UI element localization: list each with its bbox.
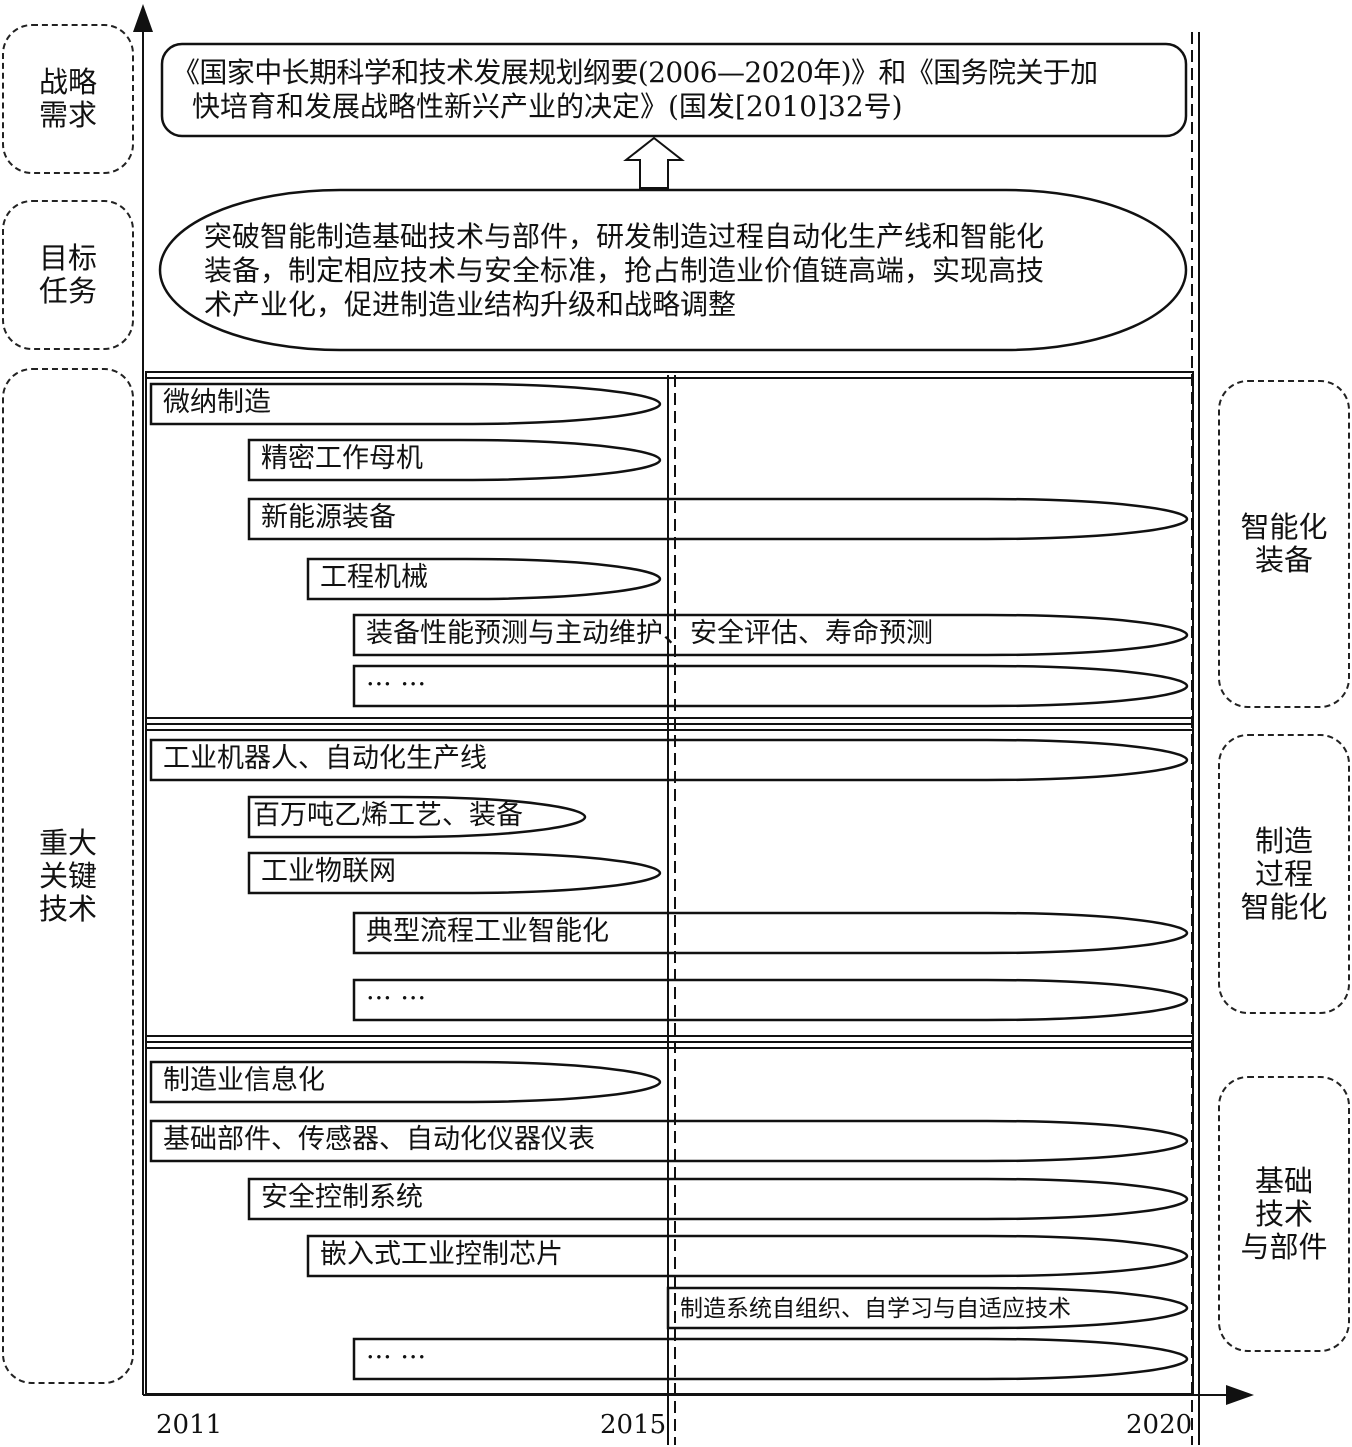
up-arrow	[623, 136, 685, 189]
side-label-strategy-line1: 战略	[38, 65, 97, 99]
side-label-goal-line1: 目标	[38, 241, 97, 275]
timeline-bar-label: 精密工作母机	[261, 443, 423, 474]
side-label-tech: 重大 关键 技术	[2, 368, 134, 1384]
strategy-text-line2: 快培育和发展战略性新兴产业的决定》(国发[2010]32号)	[192, 90, 903, 123]
goal-text-line3: 术产业化，促进制造业结构升级和战略调整	[204, 288, 737, 321]
timeline-bar	[352, 613, 1189, 657]
side-label-base-line2: 技术	[1254, 1196, 1313, 1231]
side-label-equipment-line1: 智能化	[1240, 510, 1328, 544]
timeline-bar	[306, 1234, 1189, 1278]
timeline-bar-label: 工业机器人、自动化生产线	[163, 743, 487, 774]
timeline-bar	[666, 1286, 1189, 1330]
timeline-bar-label: 工业物联网	[261, 856, 396, 887]
side-label-strategy-line2: 需求	[38, 98, 97, 132]
side-label-equipment: 智能化 装备	[1218, 380, 1350, 708]
timeline-bar	[247, 851, 662, 895]
timeline-bar-label: 典型流程工业智能化	[366, 916, 609, 947]
timeline-bar	[352, 1337, 1189, 1381]
side-label-process-line2: 过程	[1254, 856, 1313, 891]
goal-ellipse	[158, 188, 1188, 352]
side-label-tech-line3: 技术	[38, 891, 97, 926]
timeline-bar	[352, 911, 1189, 955]
side-label-process-line1: 制造	[1254, 823, 1313, 858]
side-label-base: 基础 技术 与部件	[1218, 1076, 1350, 1352]
side-label-goal: 目标 任务	[2, 200, 134, 350]
axis-year-2020: 2020	[1126, 1410, 1193, 1440]
timeline-bar	[247, 1177, 1189, 1221]
timeline-bar-label: 基础部件、传感器、自动化仪器仪表	[163, 1124, 595, 1155]
timeline-bar-label: 新能源装备	[261, 502, 396, 533]
timeline-bar-label: ··· ···	[366, 983, 427, 1014]
timeline-bar	[352, 978, 1189, 1022]
group-frame-base	[145, 1041, 1194, 1395]
timeline-bar	[247, 438, 662, 482]
goal-text-line1: 突破智能制造基础技术与部件，研发制造过程自动化生产线和智能化	[204, 220, 1045, 253]
timeline-bar-label: 微纳制造	[163, 387, 271, 418]
timeline-bar	[352, 664, 1189, 708]
timeline-bar-label: 工程机械	[320, 562, 428, 593]
timeline-bar	[149, 738, 1189, 782]
timeline-bar-label: 制造系统自组织、自学习与自适应技术	[680, 1296, 1071, 1322]
timeline-bar-label: ··· ···	[366, 1342, 427, 1373]
strategy-text: 《国家中长期科学和技术发展规划纲要(2006—2020年)》和《国务院关于加 快…	[172, 56, 1182, 124]
timeline-bar-label: 安全控制系统	[261, 1182, 423, 1213]
axis-year-2015: 2015	[600, 1410, 667, 1440]
axis-year-2011: 2011	[156, 1410, 223, 1440]
goal-text-line2: 装备，制定相应技术与安全标准，抢占制造业价值链高端，实现高技	[204, 254, 1045, 287]
timeline-bar	[306, 557, 662, 601]
timeline-bar-label: 嵌入式工业控制芯片	[320, 1239, 563, 1270]
timeline-bar-label: 百万吨乙烯工艺、装备	[253, 800, 523, 831]
side-label-tech-line1: 重大	[38, 825, 97, 860]
side-label-base-line1: 基础	[1254, 1163, 1313, 1198]
side-label-tech-line2: 关键	[38, 858, 97, 893]
goal-text: 突破智能制造基础技术与部件，研发制造过程自动化生产线和智能化 装备，制定相应技术…	[204, 220, 1154, 322]
side-label-equipment-line2: 装备	[1254, 543, 1313, 577]
timeline-bar	[247, 795, 587, 839]
side-label-process-line3: 智能化	[1240, 889, 1328, 924]
side-label-process: 制造 过程 智能化	[1218, 734, 1350, 1014]
timeline-bar	[149, 382, 662, 426]
strategy-text-line1: 《国家中长期科学和技术发展规划纲要(2006—2020年)》和《国务院关于加	[172, 56, 1098, 89]
timeline-bar-label: 装备性能预测与主动维护、安全评估、寿命预测	[366, 618, 933, 649]
timeline-bar-label: 制造业信息化	[163, 1065, 325, 1096]
timeline-bar	[247, 497, 1189, 541]
timeline-bar-label: ··· ···	[366, 669, 427, 700]
side-label-base-line3: 与部件	[1240, 1229, 1328, 1264]
side-label-goal-line2: 任务	[38, 274, 97, 308]
side-label-strategy: 战略 需求	[2, 24, 134, 174]
timeline-bar	[149, 1060, 662, 1104]
strategy-box	[160, 42, 1188, 138]
timeline-bar	[149, 1119, 1189, 1163]
